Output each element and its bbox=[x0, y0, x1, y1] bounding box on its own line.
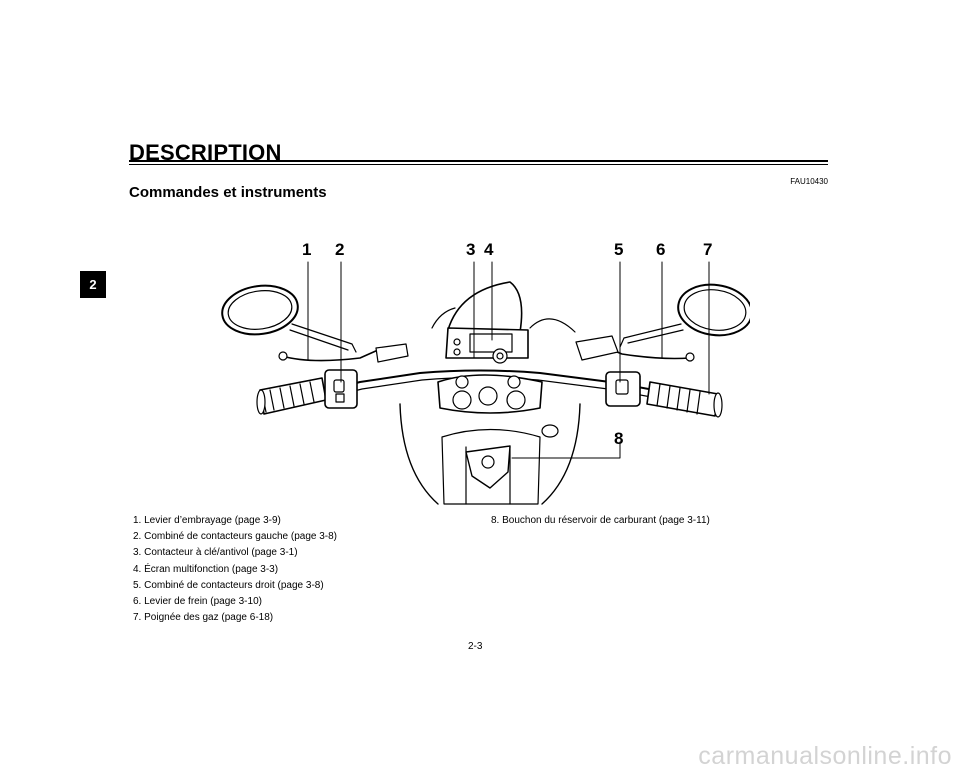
section-title: DESCRIPTION bbox=[129, 140, 282, 165]
title-rule-thin bbox=[129, 164, 828, 165]
callout-leaders bbox=[307, 261, 710, 459]
callout-6: 6 bbox=[656, 240, 665, 259]
callout-8: 8 bbox=[614, 429, 623, 448]
title-rule-thick bbox=[129, 160, 828, 162]
caption-list-right: 8. Bouchon du réservoir de carburant (pa… bbox=[491, 513, 710, 529]
caption-item: 6. Levier de frein (page 3-10) bbox=[133, 596, 262, 608]
caption-item: 2. Combiné de contacteurs gauche (page 3… bbox=[133, 531, 338, 543]
handlebar-illustration: 1 2 3 4 5 6 7 8 bbox=[221, 240, 750, 505]
right-switch-housing bbox=[605, 371, 641, 407]
callout-3: 3 bbox=[466, 240, 475, 259]
subtitle: Commandes et instruments bbox=[129, 184, 327, 201]
callout-4: 4 bbox=[484, 240, 494, 259]
caption-item: 5. Combiné de contacteurs droit (page 3-… bbox=[133, 579, 324, 591]
left-grip bbox=[256, 377, 327, 415]
left-mirror bbox=[221, 284, 357, 353]
instrument-cluster bbox=[445, 281, 529, 364]
fuel-tank bbox=[399, 403, 581, 505]
right-grip bbox=[646, 381, 723, 418]
reference-code: FAU10430 bbox=[790, 177, 828, 186]
triple-clamp bbox=[437, 374, 543, 414]
right-mirror bbox=[619, 283, 750, 348]
caption-item: 7. Poignée des gaz (page 6-18) bbox=[133, 612, 274, 624]
callout-2: 2 bbox=[335, 240, 344, 259]
callout-1: 1 bbox=[302, 240, 311, 259]
caption-list-left: 1. Levier d’embrayage (page 3-9) 2. Comb… bbox=[133, 513, 337, 626]
callout-5: 5 bbox=[614, 240, 623, 259]
caption-item: 4. Écran multifonction (page 3-3) bbox=[133, 563, 279, 575]
caption-item: 8. Bouchon du réservoir de carburant (pa… bbox=[491, 515, 710, 526]
callout-7: 7 bbox=[703, 240, 712, 259]
caption-item: 3. Contacteur à clé/antivol (page 3-1) bbox=[133, 547, 298, 559]
watermark: carmanualsonline.info bbox=[698, 742, 952, 770]
page-number: 2-3 bbox=[468, 641, 483, 652]
caption-item: 1. Levier d’embrayage (page 3-9) bbox=[133, 515, 281, 526]
chapter-tab: 2 bbox=[80, 271, 106, 298]
